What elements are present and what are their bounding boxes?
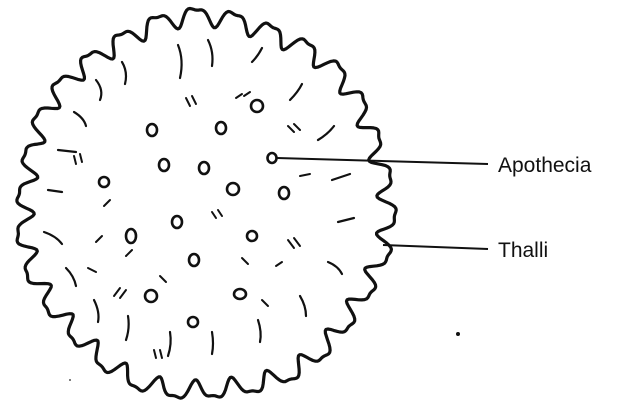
print-speck xyxy=(456,332,460,336)
apothecium xyxy=(247,231,257,241)
apothecium xyxy=(227,183,239,195)
apothecium xyxy=(189,254,199,266)
apothecium xyxy=(145,290,157,302)
apothecium xyxy=(159,159,169,171)
apothecium xyxy=(216,122,226,134)
apothecia-group xyxy=(99,100,289,327)
apothecium xyxy=(234,289,246,299)
thalli-label: Thalli xyxy=(498,239,548,262)
apothecia-label: Apothecia xyxy=(498,154,592,177)
apothecium xyxy=(279,187,289,199)
lobe-crease-lines xyxy=(44,40,354,356)
print-speck xyxy=(69,379,71,381)
apothecium xyxy=(251,100,263,112)
apothecium xyxy=(199,162,209,174)
apothecium xyxy=(99,177,109,187)
apothecium xyxy=(172,216,182,228)
apothecium xyxy=(268,153,277,163)
thalli-pointer-line xyxy=(383,245,488,249)
thallus-outline xyxy=(17,9,396,399)
apothecia-pointer-line xyxy=(277,158,488,164)
apothecium xyxy=(188,317,198,327)
apothecium xyxy=(126,229,136,243)
apothecium xyxy=(147,124,157,136)
